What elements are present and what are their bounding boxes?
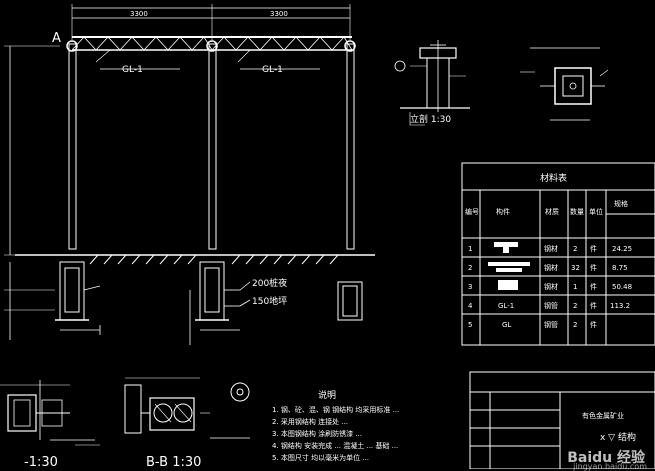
svg-text:件: 件	[590, 263, 597, 272]
note-line-4: 4. 钢结构 安装完成 ... 混凝土 ... 基础 ...	[272, 441, 398, 450]
svg-text:GL: GL	[502, 321, 511, 329]
note-line-2: 2. 采用钢结构 连接处 ...	[272, 417, 348, 426]
svg-text:3: 3	[468, 283, 472, 291]
material-table-frame	[461, 162, 655, 346]
baidu-watermark: Baidu 经验	[567, 450, 645, 466]
note-line-1: 1. 钢、砼、混、钢 钢结构 均采用标准 ...	[272, 405, 399, 414]
svg-text:件: 件	[590, 301, 597, 310]
th-qty: 数量	[570, 207, 584, 216]
svg-text:钢材: 钢材	[544, 244, 558, 253]
svg-text:8.75: 8.75	[612, 264, 628, 272]
svg-text:50.48: 50.48	[612, 283, 632, 291]
table-row: 5 GL 钢管 2 件	[468, 320, 597, 329]
svg-text:钢材: 钢材	[544, 282, 558, 291]
svg-text:1: 1	[468, 245, 472, 253]
svg-text:件: 件	[590, 320, 597, 329]
drawing-name: x ▽ 结构	[600, 431, 636, 443]
table-row: 3 钢材 1 件 50.48	[468, 282, 632, 291]
baidu-watermark-url: jingyan.baidu.com	[573, 462, 647, 471]
svg-text:24.25: 24.25	[612, 245, 632, 253]
note-line-5: 5. 本图尺寸 均以毫米为单位 ...	[272, 453, 369, 462]
svg-text:2: 2	[573, 321, 577, 329]
foundation-3	[337, 281, 363, 321]
section-label-left: -1:30	[24, 455, 58, 469]
table-part-shapes	[488, 242, 530, 290]
title-block: 有色金属矿业 x ▽ 结构	[582, 411, 636, 443]
title-block-frame	[469, 371, 655, 469]
svg-text:2: 2	[573, 245, 577, 253]
svg-text:钢管: 钢管	[544, 320, 558, 329]
plan-detail	[520, 47, 609, 121]
notes-heading: 说明	[318, 389, 336, 401]
svg-text:32: 32	[571, 264, 580, 272]
callout-top: 200桩夜	[252, 277, 287, 289]
section-label-right: B-B 1:30	[146, 455, 201, 469]
th-spec: 规格	[614, 199, 628, 208]
column-detail	[394, 40, 470, 126]
elevation-labels: A 3300 3300 GL-1 GL-1 200桩夜 150地坪	[52, 10, 288, 307]
svg-text:GL-1: GL-1	[498, 302, 514, 310]
column-detail-scale: 立剖 1:30	[410, 113, 451, 125]
section-detail-right	[124, 377, 250, 439]
svg-text:1: 1	[573, 283, 577, 291]
svg-text:件: 件	[590, 282, 597, 291]
section-detail-left	[0, 380, 100, 446]
notes: 说明 1. 钢、砼、混、钢 钢结构 均采用标准 ... 2. 采用钢结构 连接处…	[272, 389, 399, 462]
beam-tag-1: GL-1	[122, 65, 143, 75]
svg-text:钢材: 钢材	[544, 263, 558, 272]
foundation-2	[189, 261, 240, 345]
project-name: 有色金属矿业	[582, 411, 624, 420]
th-part: 构件	[496, 207, 510, 216]
table-title: 材料表	[540, 172, 567, 184]
callout-bottom: 150地坪	[252, 295, 287, 307]
svg-text:钢管: 钢管	[544, 301, 558, 310]
svg-text:4: 4	[468, 302, 473, 310]
table-row: 4 GL-1 钢管 2 件 113.2	[468, 301, 630, 310]
foundation-1	[55, 261, 101, 335]
svg-text:2: 2	[573, 302, 577, 310]
note-line-3: 3. 本图钢结构 涂刷防锈漆 ...	[272, 429, 362, 438]
beam-tag-2: GL-1	[262, 65, 283, 75]
th-no: 编号	[465, 207, 479, 216]
axis-label: A	[52, 31, 61, 46]
top-dim-1: 3300	[130, 10, 148, 18]
svg-text:5: 5	[468, 321, 472, 329]
table-row: 2 钢材 32 件 8.75	[468, 263, 628, 272]
svg-text:件: 件	[590, 244, 597, 253]
elevation-view	[4, 4, 375, 345]
top-dim-2: 3300	[270, 10, 288, 18]
th-material: 材质	[545, 207, 559, 216]
th-unit: 单位	[589, 207, 603, 216]
table-row: 1 钢材 2 件 24.25	[468, 244, 632, 253]
svg-text:113.2: 113.2	[610, 302, 630, 310]
material-table: 材料表 编号 构件 材质 数量 单位 规格 1 钢材 2 件 24.25 2 钢…	[465, 172, 632, 329]
svg-text:2: 2	[468, 264, 472, 272]
